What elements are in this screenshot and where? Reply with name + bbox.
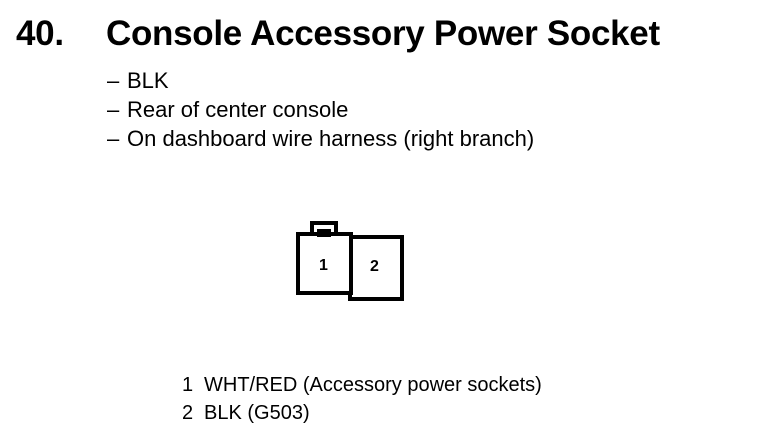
pin1-label: 1	[319, 257, 328, 274]
detail-location: –Rear of center console	[107, 95, 534, 124]
pin-row: 1 WHT/RED (Accessory power sockets)	[182, 371, 542, 399]
connector-details: –BLK –Rear of center console –On dashboa…	[107, 66, 534, 153]
section-heading: 40. Console Accessory Power Socket	[16, 14, 660, 54]
detail-text: Rear of center console	[127, 97, 349, 122]
pin-description: WHT/RED (Accessory power sockets)	[204, 374, 542, 396]
connector-diagram: 1 2	[293, 218, 409, 306]
section-title: Console Accessory Power Socket	[106, 14, 660, 53]
pin-number: 1	[182, 374, 194, 396]
pin-row: 2 BLK (G503)	[182, 399, 542, 427]
pin2-label: 2	[370, 258, 379, 275]
detail-dash: –	[107, 68, 120, 93]
pin-list: 1 WHT/RED (Accessory power sockets) 2 BLK …	[182, 371, 542, 427]
locking-tab	[310, 221, 338, 234]
pin-number: 2	[182, 402, 194, 424]
detail-dash: –	[107, 97, 120, 122]
detail-text: BLK	[127, 68, 169, 93]
connector-face-drawing: 1 2	[296, 221, 404, 301]
detail-dash: –	[107, 126, 120, 151]
locking-tab-latch	[317, 229, 331, 237]
detail-text: On dashboard wire harness (right branch)	[127, 126, 535, 151]
detail-color: –BLK	[107, 66, 534, 95]
pin1-housing	[296, 232, 353, 295]
section-number: 40.	[16, 14, 64, 53]
detail-harness: –On dashboard wire harness (right branch…	[107, 124, 534, 153]
pin-description: BLK (G503)	[204, 402, 310, 424]
